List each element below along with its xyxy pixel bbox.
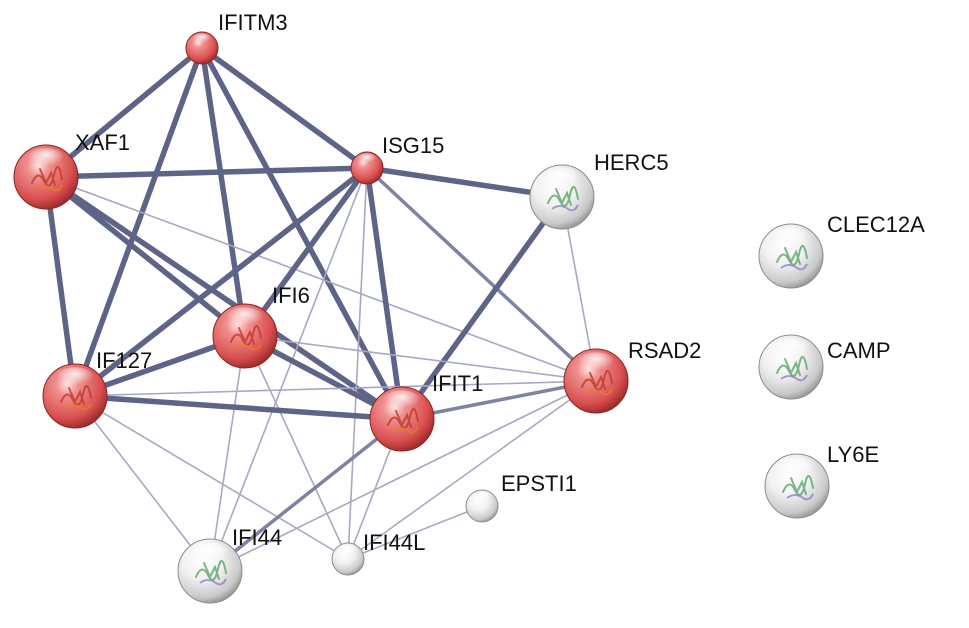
node-label-herc5: HERC5 xyxy=(594,150,669,175)
edge-ifitm3-ifi6 xyxy=(199,45,248,339)
node-label-if127: IF127 xyxy=(96,348,152,373)
edge-ifit1-rsad2 xyxy=(400,379,598,421)
edge-xaf1-ifit1 xyxy=(43,174,405,422)
node-isg15[interactable] xyxy=(350,151,384,185)
edge-layer xyxy=(43,45,598,573)
edge-isg15-rsad2 xyxy=(365,166,598,383)
node-highlight xyxy=(576,352,616,375)
node-ifi44[interactable] xyxy=(177,538,243,604)
edge-if127-rsad2 xyxy=(74,380,597,397)
edge-if127-ifit1 xyxy=(72,393,405,422)
edge-ifitm3-ifit1 xyxy=(199,45,405,422)
node-highlight xyxy=(190,542,230,565)
edge-isg15-herc5 xyxy=(364,165,565,200)
edge-rsad2-ifi44l xyxy=(347,380,597,560)
edge-ifitm3-if127 xyxy=(72,45,205,399)
node-label-isg15: ISG15 xyxy=(382,133,444,158)
node-label-clec12a: CLEC12A xyxy=(827,212,925,237)
node-highlight xyxy=(382,390,422,413)
node-ly6e[interactable] xyxy=(764,453,830,519)
node-ifi6[interactable] xyxy=(212,303,278,369)
edge-xaf1-ifi6 xyxy=(43,174,248,339)
protein-structure-icon xyxy=(391,426,419,434)
edge-ifi6-ifi44l xyxy=(244,335,349,560)
node-label-xaf1: XAF1 xyxy=(75,130,130,155)
node-highlight xyxy=(26,148,66,171)
protein-structure-icon xyxy=(786,493,814,501)
node-highlight xyxy=(542,168,582,191)
protein-structure-icon xyxy=(64,403,92,411)
node-ifit1[interactable] xyxy=(369,386,435,452)
node-label-ifi6: IFI6 xyxy=(272,283,310,308)
node-if127[interactable] xyxy=(42,363,108,429)
node-highlight xyxy=(472,491,492,503)
edge-ifitm3-isg15 xyxy=(199,45,370,171)
node-camp[interactable] xyxy=(758,334,824,400)
node-layer xyxy=(13,31,830,604)
node-label-ifi44l: IFI44L xyxy=(363,530,425,555)
node-ifi44l[interactable] xyxy=(331,542,365,576)
edge-isg15-ifi44 xyxy=(209,167,368,572)
edge-rsad2-ifi44 xyxy=(209,380,597,572)
protein-structure-icon xyxy=(780,263,808,271)
protein-structure-icon xyxy=(585,388,613,396)
edge-isg15-ifi44l xyxy=(347,167,368,560)
edge-isg15-ifit1 xyxy=(364,165,405,422)
node-xaf1[interactable] xyxy=(13,144,79,210)
node-highlight xyxy=(192,33,212,45)
protein-structure-icon xyxy=(35,184,63,192)
node-label-ifit1: IFIT1 xyxy=(432,371,483,396)
edge-herc5-ifit1 xyxy=(399,194,565,422)
protein-structure-icon xyxy=(551,204,579,212)
node-label-rsad2: RSAD2 xyxy=(628,338,701,363)
edge-ifit1-ifi44 xyxy=(208,417,404,573)
node-label-ifi44: IFI44 xyxy=(232,525,282,550)
node-label-ly6e: LY6E xyxy=(827,442,879,467)
edge-xaf1-if127 xyxy=(43,174,78,399)
node-highlight xyxy=(338,544,358,556)
node-highlight xyxy=(771,227,811,250)
node-clec12a[interactable] xyxy=(758,223,824,289)
edge-xaf1-isg15 xyxy=(43,165,370,180)
node-highlight xyxy=(55,367,95,390)
node-label-ifitm3: IFITM3 xyxy=(218,10,288,35)
edge-epsti1-ifi44l xyxy=(347,505,483,560)
protein-structure-icon xyxy=(199,578,227,586)
node-rsad2[interactable] xyxy=(563,348,629,414)
node-epsti1[interactable] xyxy=(465,489,499,523)
edge-isg15-ifi6 xyxy=(242,165,370,339)
edge-xaf1-rsad2 xyxy=(45,176,597,382)
node-ifitm3[interactable] xyxy=(185,31,219,65)
protein-structure-icon xyxy=(234,343,262,351)
node-highlight xyxy=(777,457,817,480)
node-label-camp: CAMP xyxy=(827,338,891,363)
node-herc5[interactable] xyxy=(529,164,595,230)
edge-isg15-if127 xyxy=(72,165,370,399)
protein-structure-icon xyxy=(780,374,808,382)
node-highlight xyxy=(357,153,377,165)
node-highlight xyxy=(771,338,811,361)
edge-if127-ifi44l xyxy=(74,395,349,560)
edge-ifitm3-xaf1 xyxy=(43,45,205,180)
edge-if127-ifi44 xyxy=(74,395,211,572)
edge-ifi6-rsad2 xyxy=(244,335,597,382)
node-highlight xyxy=(225,307,265,330)
edge-ifi6-ifi44 xyxy=(209,335,246,572)
node-label-epsti1: EPSTI1 xyxy=(501,471,577,496)
